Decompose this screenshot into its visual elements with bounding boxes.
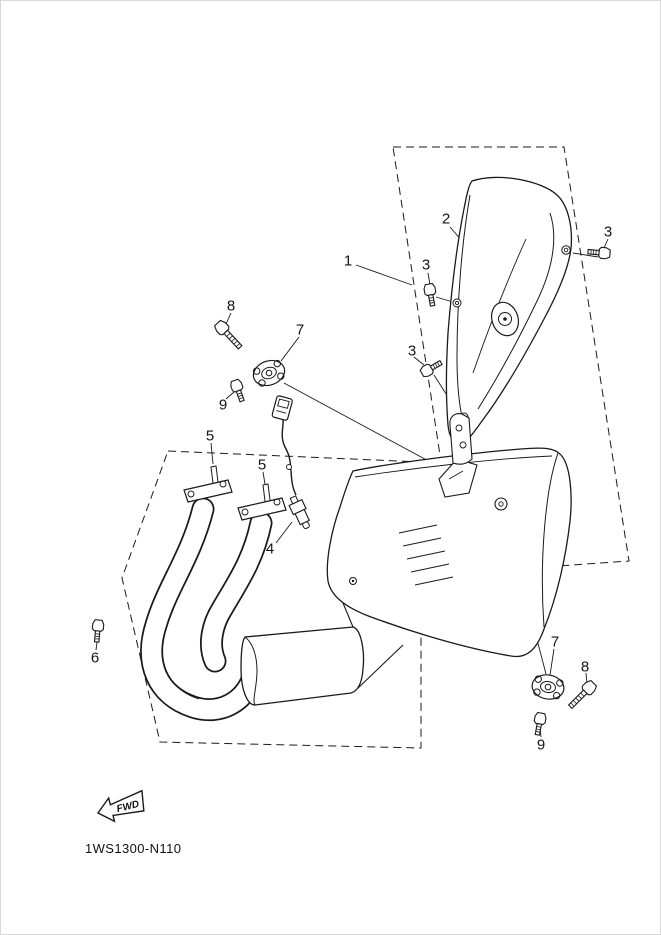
callout-8-rear: 8 xyxy=(580,658,590,676)
callout-9-rear: 9 xyxy=(536,736,546,754)
bolt-9-rear xyxy=(531,711,548,737)
callout-3-lower: 3 xyxy=(407,342,417,360)
bolt-9-front xyxy=(228,377,248,404)
callout-8-front: 8 xyxy=(226,297,236,315)
exhaust-pipes-drawing xyxy=(140,465,404,722)
callout-5-left: 5 xyxy=(205,427,215,445)
bolt-6 xyxy=(90,618,105,643)
fwd-arrow-icon xyxy=(96,789,145,823)
callout-3-top: 3 xyxy=(603,223,613,241)
callout-2: 2 xyxy=(441,210,451,228)
callout-6: 6 xyxy=(90,649,100,667)
callout-9-front: 9 xyxy=(218,396,228,414)
muffler-drawing xyxy=(326,413,572,658)
callout-7-rear: 7 xyxy=(550,633,560,651)
mount-bracket-rear xyxy=(529,671,567,703)
bolt-8-rear xyxy=(565,678,599,712)
callout-4: 4 xyxy=(265,540,275,558)
callout-7-front: 7 xyxy=(295,321,305,339)
oxygen-sensor-drawing xyxy=(271,395,311,530)
callout-1: 1 xyxy=(343,252,353,270)
bolt-3-top xyxy=(587,245,612,260)
bolt-8-front xyxy=(212,318,245,352)
bolt-3-middle xyxy=(422,282,439,308)
dashed-boundary-muffler xyxy=(392,146,630,574)
callout-3-middle: 3 xyxy=(421,256,431,274)
bolt-3-lower xyxy=(418,357,445,379)
part-code-label: 1WS1300-N110 xyxy=(85,841,182,856)
callout-5-right: 5 xyxy=(257,456,267,474)
leader-lines xyxy=(95,226,609,738)
dashed-boundary-headers xyxy=(121,450,422,749)
mount-bracket-front xyxy=(249,355,289,391)
heat-shield-drawing xyxy=(445,176,573,444)
